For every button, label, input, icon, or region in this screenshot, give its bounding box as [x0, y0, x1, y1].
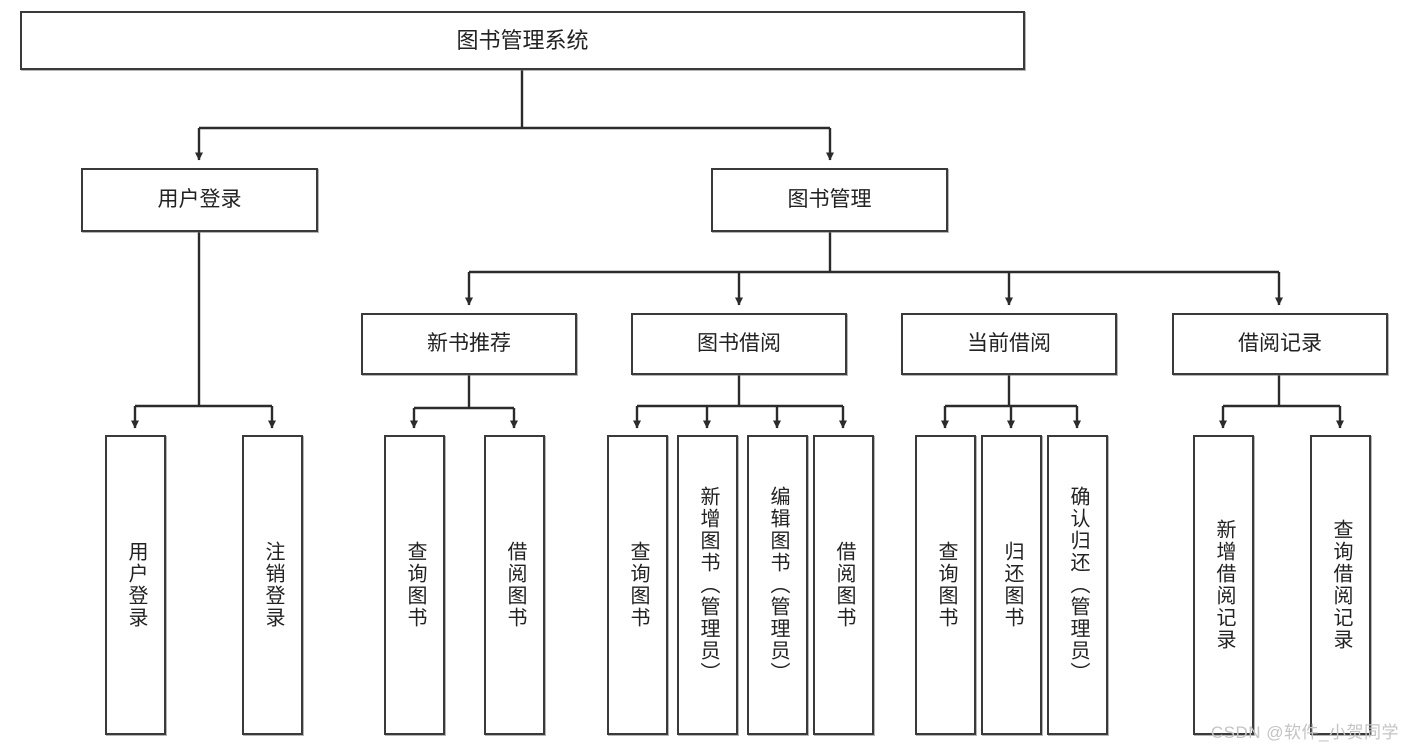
leaf-borrow-borrow-book-label: 借阅图书 — [833, 541, 855, 629]
node-current-borrow[interactable]: 当前借阅 — [901, 313, 1117, 375]
leaf-records-query-record-label: 查询借阅记录 — [1330, 519, 1352, 651]
node-book-management[interactable]: 图书管理 — [711, 168, 948, 232]
node-user-login-label: 用户登录 — [157, 187, 242, 211]
leaf-borrow-query-book-label: 查询图书 — [627, 541, 649, 629]
leaf-borrow-edit-book[interactable]: 编辑图书（管理员） — [747, 435, 808, 735]
node-root-label: 图书管理系统 — [456, 27, 589, 53]
node-book-borrow-label: 图书借阅 — [697, 331, 781, 355]
leaf-current-return-book[interactable]: 归还图书 — [981, 435, 1042, 735]
leaf-records-query-record[interactable]: 查询借阅记录 — [1310, 435, 1371, 735]
leaf-borrow-borrow-book[interactable]: 借阅图书 — [813, 435, 874, 735]
leaf-logout-label: 注销登录 — [262, 541, 284, 629]
leaf-current-confirm-return[interactable]: 确认归还（管理员） — [1047, 435, 1108, 735]
leaf-newbook-query-book-label: 查询图书 — [404, 541, 426, 629]
leaf-borrow-query-book[interactable]: 查询图书 — [607, 435, 668, 735]
leaf-borrow-add-book-label: 新增图书（管理员） — [697, 486, 719, 684]
node-new-book-recommend-label: 新书推荐 — [427, 331, 511, 355]
leaf-records-add-record-label: 新增借阅记录 — [1213, 519, 1235, 651]
leaf-user-login-label: 用户登录 — [125, 541, 147, 629]
node-new-book-recommend[interactable]: 新书推荐 — [361, 313, 577, 375]
leaf-newbook-borrow-book[interactable]: 借阅图书 — [484, 435, 545, 735]
leaf-current-return-book-label: 归还图书 — [1001, 541, 1023, 629]
leaf-borrow-add-book[interactable]: 新增图书（管理员） — [677, 435, 738, 735]
leaf-newbook-borrow-book-label: 借阅图书 — [504, 541, 526, 629]
node-user-login[interactable]: 用户登录 — [81, 168, 318, 232]
node-borrow-records-label: 借阅记录 — [1238, 331, 1322, 355]
leaf-current-confirm-return-label: 确认归还（管理员） — [1067, 486, 1089, 684]
node-root[interactable]: 图书管理系统 — [20, 11, 1025, 70]
watermark-text: CSDN @软件_小贺同学 — [1210, 723, 1399, 742]
node-borrow-records[interactable]: 借阅记录 — [1172, 313, 1388, 375]
leaf-current-query-book-label: 查询图书 — [935, 541, 957, 629]
leaf-current-query-book[interactable]: 查询图书 — [915, 435, 976, 735]
node-book-management-label: 图书管理 — [787, 187, 872, 211]
leaf-user-login[interactable]: 用户登录 — [105, 435, 166, 735]
leaf-borrow-edit-book-label: 编辑图书（管理员） — [767, 486, 789, 684]
node-current-borrow-label: 当前借阅 — [967, 331, 1051, 355]
leaf-newbook-query-book[interactable]: 查询图书 — [384, 435, 445, 735]
leaf-logout[interactable]: 注销登录 — [242, 435, 303, 735]
node-book-borrow[interactable]: 图书借阅 — [631, 313, 847, 375]
leaf-records-add-record[interactable]: 新增借阅记录 — [1193, 435, 1254, 735]
